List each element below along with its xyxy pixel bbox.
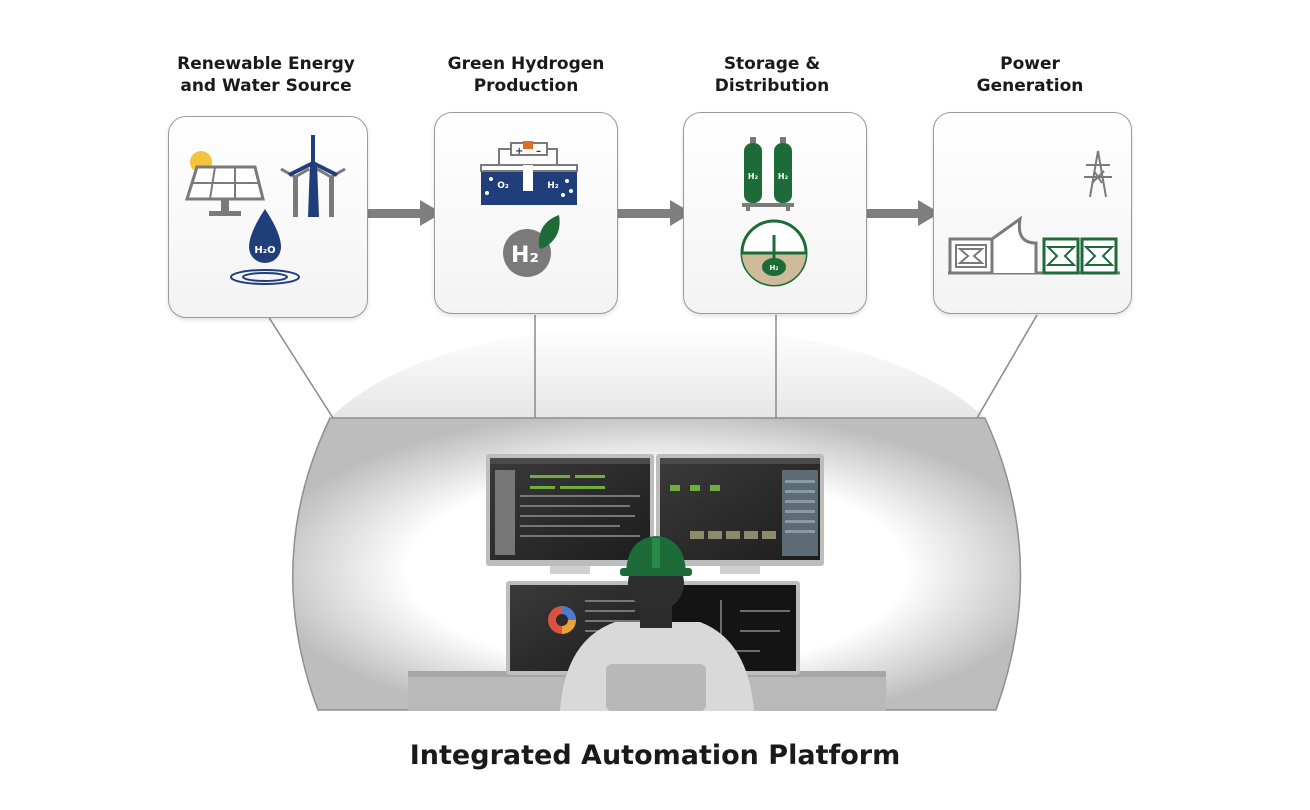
green-hydrogen-leaf-icon: H₂ xyxy=(503,215,560,277)
power-plant-icon xyxy=(948,215,1120,275)
connector-line xyxy=(267,315,334,419)
svg-text:O₂: O₂ xyxy=(497,181,509,191)
stage-title-hydrogen: Green Hydrogen Production xyxy=(447,54,605,96)
svg-text:–: – xyxy=(536,146,541,157)
platform-title: Integrated Automation Platform xyxy=(409,740,901,771)
svg-text:H₂: H₂ xyxy=(511,243,539,268)
flow-arrow-icon xyxy=(866,200,940,226)
stage-title-renewable: Renewable Energy and Water Source xyxy=(177,54,355,96)
wind-turbine-icon xyxy=(280,135,346,217)
svg-text:+: + xyxy=(515,146,523,157)
monitor-top-left xyxy=(486,454,654,574)
svg-text:H₂: H₂ xyxy=(547,181,559,191)
solar-panel-icon xyxy=(184,165,265,216)
stage-title-power: Power Generation xyxy=(976,54,1084,96)
svg-text:H₂: H₂ xyxy=(748,172,759,181)
stage-card-hydrogen: + – O₂ H₂ H₂ xyxy=(434,112,618,314)
dome-cap xyxy=(330,326,985,418)
flow-arrow-icon xyxy=(618,200,692,226)
stage-title-storage: Storage & Distribution xyxy=(714,54,830,96)
flow-arrow-icon xyxy=(368,200,442,226)
stage-card-power xyxy=(933,112,1132,314)
svg-text:H₂: H₂ xyxy=(778,172,789,181)
transmission-tower-icon xyxy=(1084,150,1112,198)
stage-card-storage: H₂ H₂ H₂ xyxy=(683,112,867,314)
connector-line xyxy=(976,314,1038,419)
water-drop-icon: H₂O xyxy=(230,209,300,285)
stage-card-renewable: H₂O xyxy=(168,116,368,318)
gas-cylinders-icon: H₂ H₂ xyxy=(742,137,794,211)
underground-storage-icon: H₂ xyxy=(740,219,808,287)
svg-text:H₂: H₂ xyxy=(770,264,779,272)
water-label: H₂O xyxy=(254,245,275,256)
monitor-top-right xyxy=(656,454,824,574)
electrolyzer-icon: + – O₂ H₂ xyxy=(480,141,578,205)
operator-with-hard-hat xyxy=(560,536,754,711)
